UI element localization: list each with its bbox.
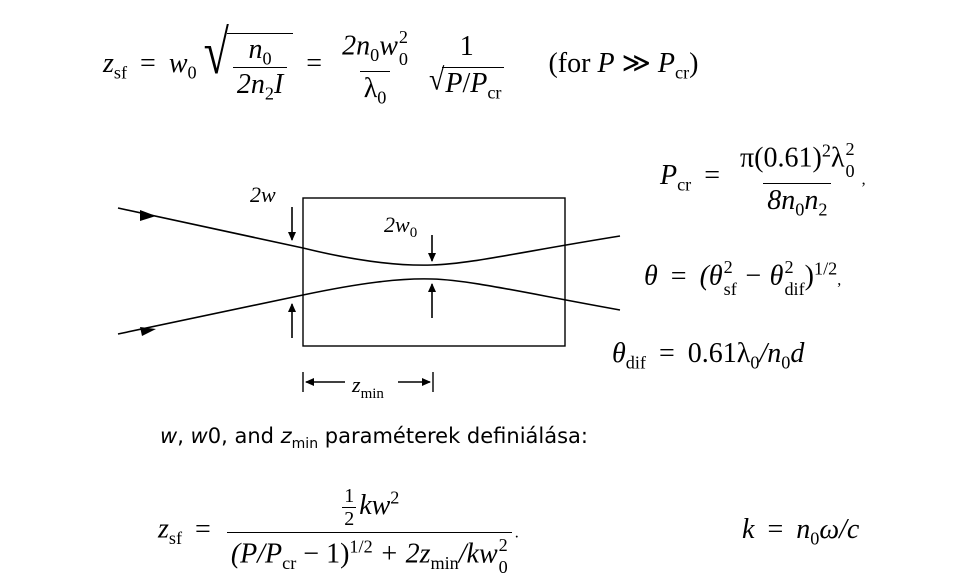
eq-symbol: w — [168, 48, 188, 80]
eq-k: k = n0ω/c — [742, 514, 860, 549]
sqrt-body: n0 2n2I — [226, 32, 294, 102]
fraction: 1 √ P/Pcr — [425, 31, 509, 102]
eq-symbol: P — [660, 160, 678, 192]
eq-symbol: θ — [612, 338, 626, 369]
beam-direction-arrow — [140, 327, 156, 336]
fraction-numerator: n0 — [248, 33, 272, 69]
fraction-denominator: √ P/Pcr — [425, 63, 509, 102]
fraction-denominator: λ0 — [359, 71, 391, 107]
eq-subscript: sf — [168, 528, 183, 549]
eq-subscript: sf — [113, 62, 128, 83]
eq-symbol: z — [158, 513, 169, 545]
fraction-denominator: 2n2I — [232, 66, 288, 102]
beam-lower-edge — [117, 278, 621, 335]
eq-equals: = — [140, 48, 156, 80]
eq-equals: = — [767, 514, 784, 545]
label-zmin: zmin — [351, 372, 384, 402]
eq-punctuation: . — [514, 524, 519, 542]
fraction: n0 2n2I — [232, 33, 288, 102]
label-2w: 2w — [250, 182, 276, 207]
eq-equals: = — [704, 160, 721, 192]
sqrt-group: √ P/Pcr — [428, 63, 505, 102]
fraction-numerator: 1 — [459, 31, 474, 63]
sqrt-body: P/Pcr — [442, 67, 505, 102]
eq-equals: = — [658, 338, 675, 369]
beam-upper-edge — [117, 207, 621, 266]
eq-equals: = — [670, 260, 687, 292]
eq-subscript: 0 — [187, 62, 197, 83]
eq-equals: = — [195, 513, 211, 545]
caption: w, w0, and zmin paraméterek definiálása: — [160, 424, 588, 453]
eq-symbol: θ — [644, 260, 658, 292]
radical-sign: √ — [203, 17, 229, 86]
radical-sign: √ — [428, 63, 445, 98]
beam-direction-arrow — [140, 210, 156, 221]
sqrt-group: √ n0 2n2I — [204, 20, 294, 102]
eq-subscript: dif — [625, 352, 646, 373]
eq-punctuation: , — [861, 171, 866, 189]
eq-equals: = — [306, 48, 323, 80]
label-2w0: 2w0 — [384, 212, 417, 241]
eq-theta-dif: θdif = 0.61λ0/n0d — [612, 338, 805, 373]
eq-subscript: cr — [677, 174, 692, 195]
eq-symbol: z — [103, 48, 114, 80]
eq-symbol: k — [742, 514, 755, 545]
medium-box — [302, 197, 566, 347]
fraction-denominator: 8n0n2 — [763, 183, 832, 219]
eq-condition: (for P ≫ Pcr) — [548, 48, 699, 83]
